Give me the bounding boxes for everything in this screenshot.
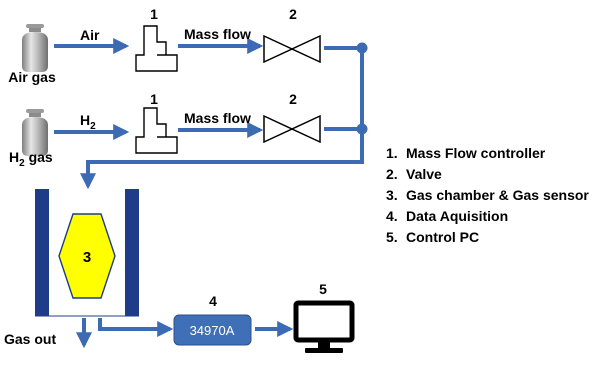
mfc-h2-number: 1 xyxy=(150,91,158,107)
valve-air-number: 2 xyxy=(289,6,297,22)
data-acquisition-unit xyxy=(173,314,252,346)
daq-number: 4 xyxy=(209,293,217,309)
gas-sensor-icon xyxy=(58,213,116,299)
component-legend: 1.Mass Flow controller 2.Valve 3.Gas cha… xyxy=(386,143,589,248)
daq-model-label: 34970A xyxy=(190,323,235,338)
mass-flow-controller-air-icon xyxy=(135,25,178,72)
h2-mass-flow-label: Mass flow xyxy=(184,110,251,126)
h2-gas-cylinder-icon xyxy=(22,109,48,156)
h2-junction-dot xyxy=(356,123,368,135)
computer-monitor-icon xyxy=(293,300,355,353)
mass-flow-controller-h2-icon xyxy=(135,107,178,154)
chamber-left-wall xyxy=(35,189,49,316)
valve-air-icon xyxy=(263,34,321,64)
legend-item: 1.Mass Flow controller xyxy=(386,145,546,161)
air-line-label: Air xyxy=(80,27,100,43)
mfc-air-number: 1 xyxy=(150,6,158,22)
chamber-number: 3 xyxy=(83,249,91,266)
legend-item: 3.Gas chamber & Gas sensor xyxy=(386,187,589,203)
air-junction-dot xyxy=(356,42,368,54)
h2-gas-label: H2 gas xyxy=(9,149,53,169)
legend-item: 4.Data Aquisition xyxy=(386,208,509,224)
air-gas-label: Air gas xyxy=(8,69,56,85)
daq-signal-line xyxy=(98,318,174,337)
valve-h2-icon xyxy=(263,114,321,144)
h2-line-label: H2 xyxy=(80,112,96,132)
gas-pipes xyxy=(54,38,364,349)
valve-h2-number: 2 xyxy=(289,91,297,107)
air-gas-cylinder-icon xyxy=(22,24,48,72)
manifold-pipe xyxy=(80,48,364,190)
legend-item: 2.Valve xyxy=(386,166,442,182)
legend-item: 5.Control PC xyxy=(386,229,480,245)
gas-out-label: Gas out xyxy=(4,331,56,347)
air-mass-flow-label: Mass flow xyxy=(184,26,251,42)
chamber-right-wall xyxy=(125,189,139,316)
pc-number: 5 xyxy=(319,281,327,297)
